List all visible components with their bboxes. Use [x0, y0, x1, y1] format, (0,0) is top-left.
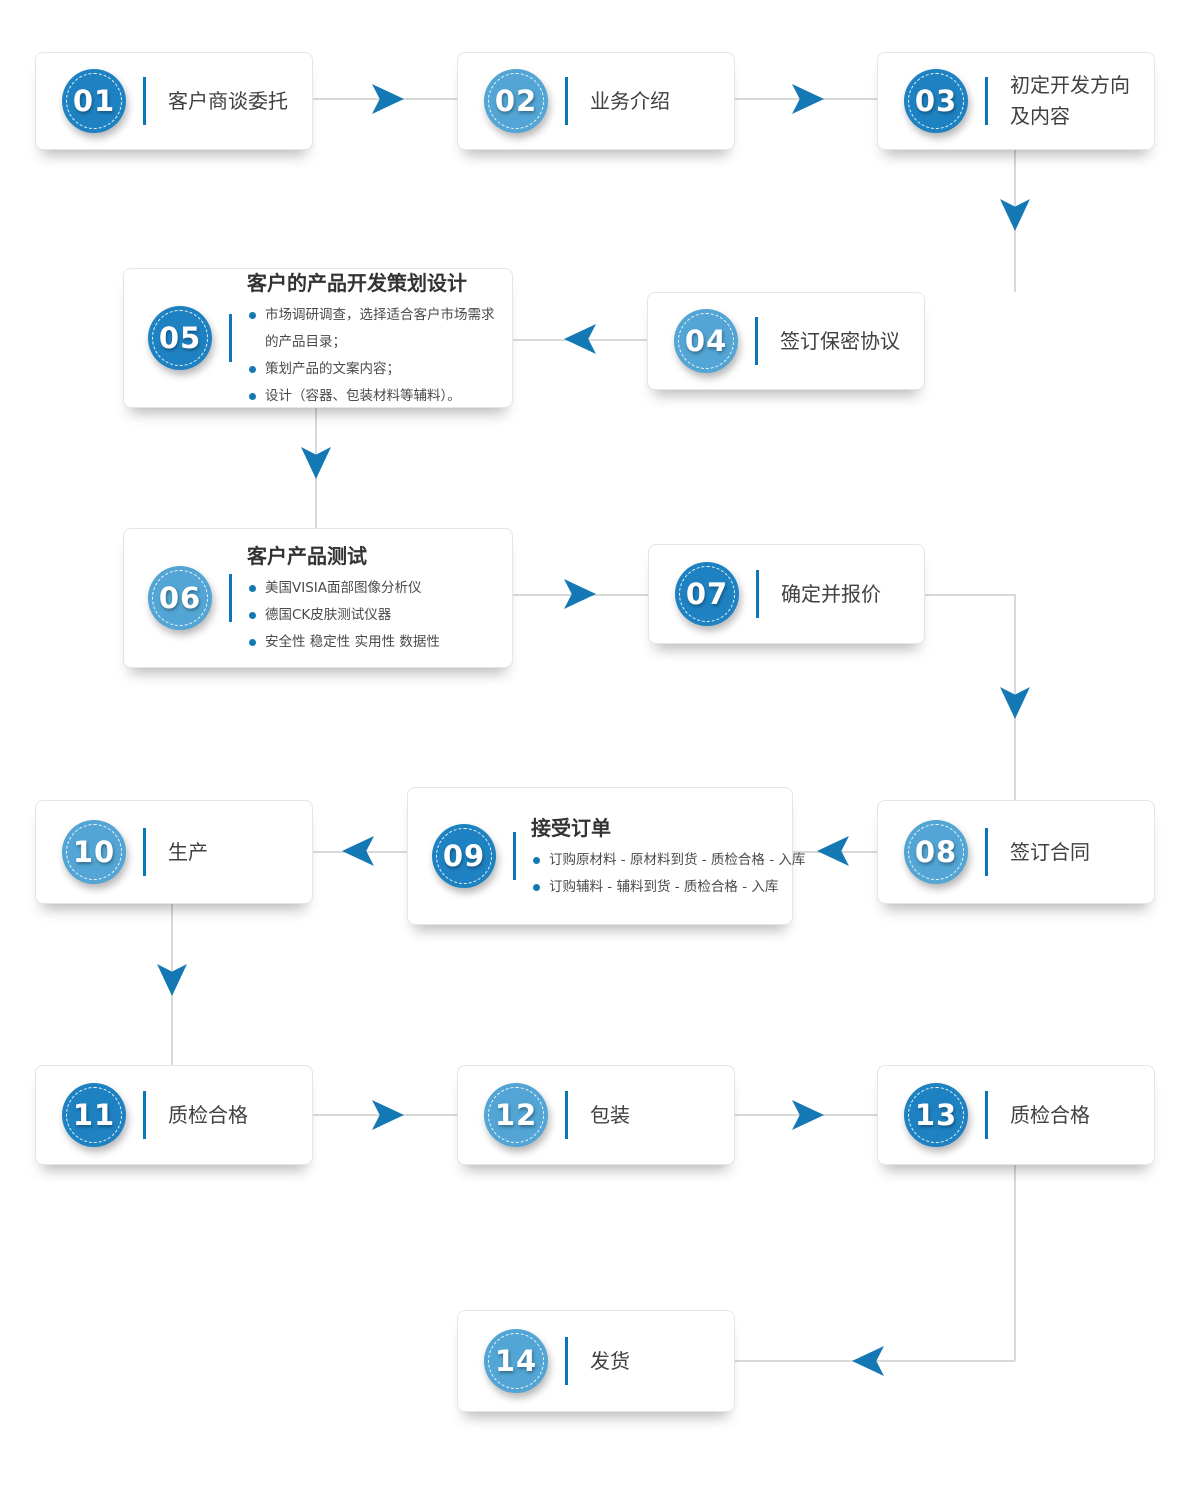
step-separator: [565, 1091, 568, 1139]
step-number: 04: [684, 324, 728, 358]
step-label: 发货: [590, 1348, 630, 1373]
step-number: 10: [72, 835, 116, 869]
flow-step-04: 04 签订保密协议: [647, 292, 925, 390]
step-separator: [229, 314, 232, 362]
flow-step-13: 13 质检合格: [877, 1065, 1155, 1165]
step-number-badge: 11: [62, 1083, 126, 1147]
step-label: 包装: [590, 1102, 630, 1127]
step-number-badge: 13: [904, 1083, 968, 1147]
step-label: 初定开发方向及内容: [1010, 73, 1130, 128]
step-number-badge: 07: [675, 562, 739, 626]
step-separator: [755, 317, 758, 365]
step-separator: [513, 832, 516, 880]
step-separator: [229, 574, 232, 622]
flow-step-03: 03 初定开发方向及内容: [877, 52, 1155, 150]
flow-step-09: 09 接受订单 订购原材料 - 原材料到货 - 质检合格 - 入库 订购辅料 -…: [407, 787, 805, 925]
step-detail-item: 策划产品的文案内容；: [247, 356, 504, 383]
step-detail-item: 订购原材料 - 原材料到货 - 质检合格 - 入库: [531, 847, 805, 874]
step-number-badge: 10: [62, 820, 126, 884]
step-label: 客户商谈委托: [168, 88, 288, 113]
step-number-badge: 14: [484, 1329, 548, 1393]
step-detail-list: 美国VISIA面部图像分析仪 德国CK皮肤测试仪器 安全性 稳定性 实用性 数据…: [247, 575, 440, 656]
step-number-badge: 03: [904, 69, 968, 133]
step-title: 客户的产品开发策划设计: [247, 270, 467, 295]
flow-step-06: 06 客户产品测试 美国VISIA面部图像分析仪 德国CK皮肤测试仪器 安全性 …: [123, 528, 513, 668]
flow-step-10: 10 生产: [35, 800, 313, 904]
step-separator: [143, 1091, 146, 1139]
step-number: 07: [685, 577, 729, 611]
step-number: 13: [914, 1098, 958, 1132]
step-separator: [985, 828, 988, 876]
step-separator: [143, 828, 146, 876]
step-number: 03: [914, 84, 958, 118]
step-label: 业务介绍: [590, 88, 670, 113]
step-detail-item: 设计（容器、包装材料等辅料）。: [247, 383, 504, 410]
step-number: 08: [914, 835, 958, 869]
step-number-badge: 01: [62, 69, 126, 133]
step-number-badge: 06: [148, 566, 212, 630]
step-number-badge: 05: [148, 306, 212, 370]
flow-step-07: 07 确定并报价: [648, 544, 925, 644]
step-detail-list: 订购原材料 - 原材料到货 - 质检合格 - 入库 订购辅料 - 辅料到货 - …: [531, 847, 805, 901]
step-number: 12: [494, 1098, 538, 1132]
step-title: 客户产品测试: [247, 544, 367, 568]
step-label: 确定并报价: [781, 581, 881, 606]
step-detail-list: 市场调研调查，选择适合客户市场需求的产品目录； 策划产品的文案内容； 设计（容器…: [247, 302, 504, 410]
step-number: 09: [442, 839, 486, 873]
flow-step-12: 12 包装: [457, 1065, 735, 1165]
step-separator: [565, 77, 568, 125]
flow-step-14: 14 发货: [457, 1310, 735, 1412]
step-separator: [985, 77, 988, 125]
flow-step-08: 08 签订合同: [877, 800, 1155, 904]
step-detail-item: 美国VISIA面部图像分析仪: [247, 575, 440, 602]
step-separator: [565, 1337, 568, 1385]
step-number: 05: [158, 321, 202, 355]
step-number: 14: [494, 1344, 538, 1378]
step-number: 01: [72, 84, 116, 118]
step-separator: [985, 1091, 988, 1139]
step-label: 质检合格: [1010, 1102, 1090, 1127]
step-title: 接受订单: [531, 815, 611, 840]
step-number-badge: 04: [674, 309, 738, 373]
step-separator: [756, 570, 759, 618]
flow-step-01: 01 客户商谈委托: [35, 52, 313, 150]
step-label: 签订保密协议: [780, 328, 900, 353]
step-label: 质检合格: [168, 1102, 248, 1127]
step-detail-item: 德国CK皮肤测试仪器: [247, 602, 440, 629]
connector-line: [925, 594, 1015, 596]
flow-step-11: 11 质检合格: [35, 1065, 313, 1165]
step-number-badge: 12: [484, 1083, 548, 1147]
step-number: 11: [72, 1098, 116, 1132]
step-number: 02: [494, 84, 538, 118]
step-number-badge: 02: [484, 69, 548, 133]
step-number: 06: [158, 581, 202, 615]
flow-step-05: 05 客户的产品开发策划设计 市场调研调查，选择适合客户市场需求的产品目录； 策…: [123, 268, 513, 408]
step-number-badge: 08: [904, 820, 968, 884]
step-label: 生产: [168, 839, 208, 864]
step-separator: [143, 77, 146, 125]
step-label: 签订合同: [1010, 839, 1090, 864]
step-detail-item: 安全性 稳定性 实用性 数据性: [247, 629, 440, 656]
step-detail-item: 市场调研调查，选择适合客户市场需求的产品目录；: [247, 302, 504, 356]
step-detail-item: 订购辅料 - 辅料到货 - 质检合格 - 入库: [531, 874, 805, 901]
connector-line: [1014, 1165, 1016, 1361]
flow-step-02: 02 业务介绍: [457, 52, 735, 150]
step-number-badge: 09: [432, 824, 496, 888]
